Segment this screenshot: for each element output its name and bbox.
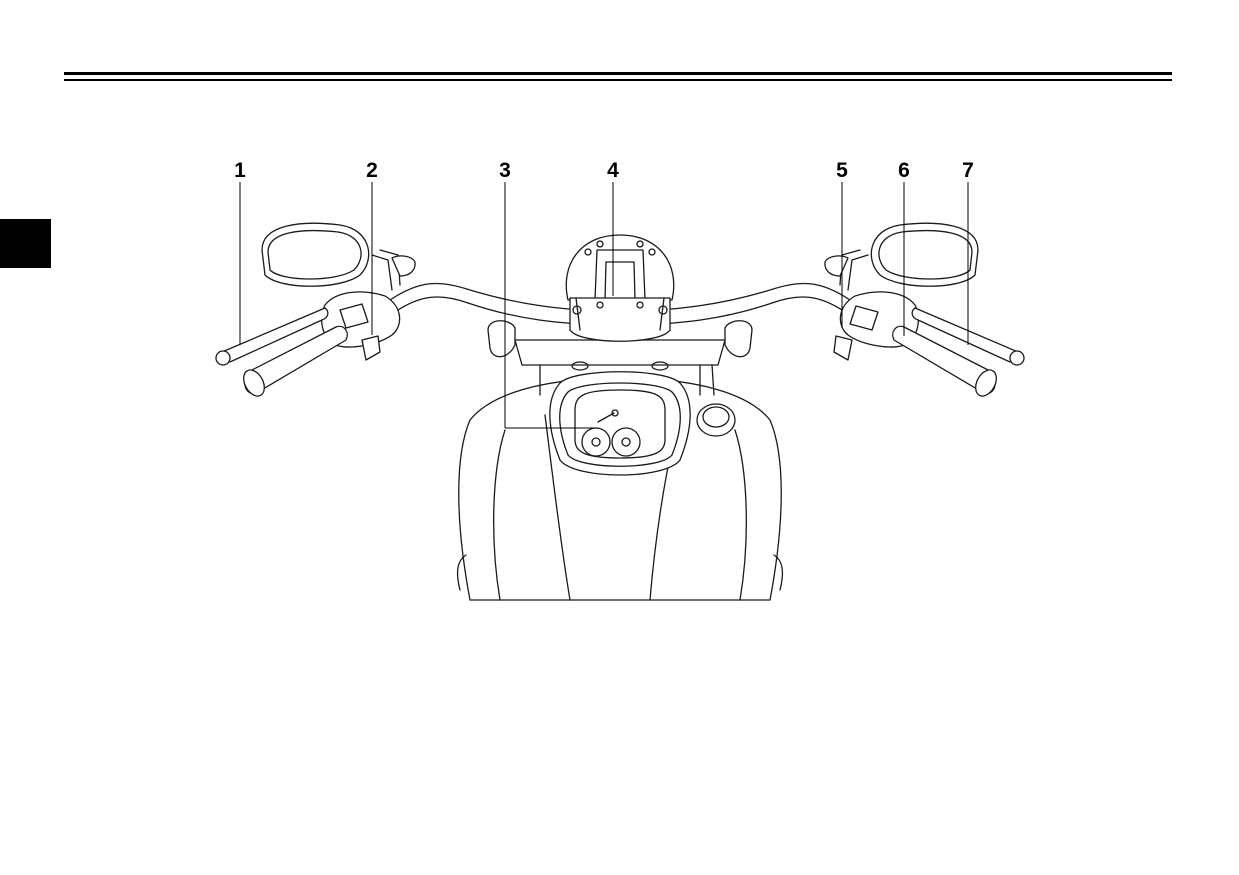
callout-leaders xyxy=(239,182,969,429)
callout-6: 6 xyxy=(898,159,910,182)
callout-2: 2 xyxy=(366,159,378,182)
brake-lever xyxy=(911,307,1025,366)
fuel-cap xyxy=(696,403,736,437)
handlebar-clamp xyxy=(569,297,671,342)
headlight-nacelle xyxy=(565,234,675,301)
callout-4: 4 xyxy=(607,159,619,182)
throttle-grip xyxy=(892,325,997,397)
left-grip xyxy=(243,325,348,397)
instrument-pod xyxy=(549,371,691,476)
callout-5: 5 xyxy=(836,159,848,182)
turn-signals xyxy=(487,320,753,358)
header-rule-thick xyxy=(64,72,1172,75)
triple-clamp xyxy=(514,339,726,396)
header-rule-thin xyxy=(64,79,1172,81)
clutch-lever xyxy=(215,307,329,366)
right-switch-housing xyxy=(833,291,919,361)
left-switch-housing xyxy=(321,291,401,361)
right-mirror xyxy=(824,222,979,291)
left-mirror xyxy=(261,222,416,291)
chapter-tab-marker xyxy=(0,219,51,268)
callout-7: 7 xyxy=(962,159,974,182)
callout-3: 3 xyxy=(499,159,511,182)
callout-1: 1 xyxy=(234,159,246,182)
